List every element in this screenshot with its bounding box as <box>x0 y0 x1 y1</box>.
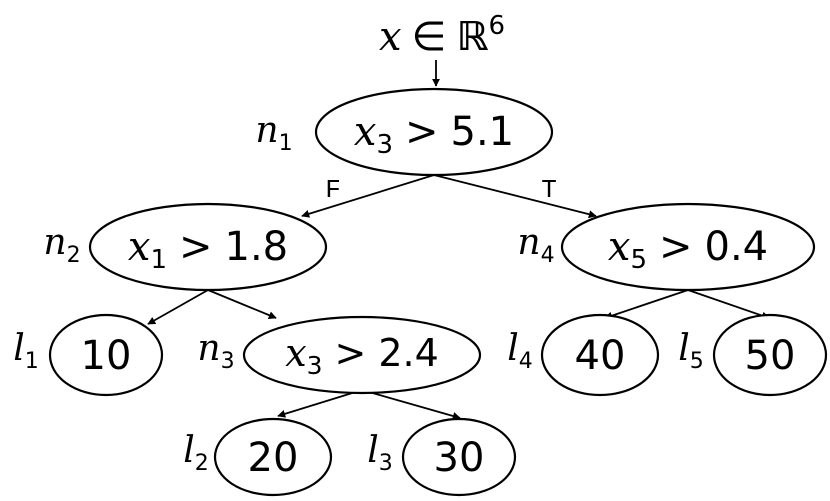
edge-n3-l3 <box>361 389 461 420</box>
node-n2-condition: x1>1.8 <box>128 224 288 275</box>
node-n3: n3 x3>2.4 <box>197 315 482 395</box>
leaf-l2: l2 20 <box>183 417 333 497</box>
leaf-l1-value: 10 <box>81 333 132 379</box>
node-n4: n4 x5>0.4 <box>517 202 816 292</box>
false-edge-label: F <box>325 175 341 205</box>
node-n3-condition: x3>2.4 <box>285 331 439 380</box>
edge-n4-l5 <box>687 289 770 320</box>
edge-n3-l2 <box>277 389 363 418</box>
leaf-l5-value: 50 <box>745 333 796 379</box>
leaf-l3-name: l3 <box>367 430 393 476</box>
leaf-l4-name: l4 <box>507 328 533 374</box>
node-n2-name: n2 <box>43 222 80 268</box>
edge-n1-n4 <box>433 174 597 219</box>
leaf-l3-value: 30 <box>434 435 485 481</box>
node-n4-name: n4 <box>517 222 554 268</box>
true-edge-label: T <box>541 175 557 205</box>
leaf-l5: l5 50 <box>678 313 828 397</box>
edge-n1-n2 <box>301 174 435 218</box>
node-n1: n1 x3>5.1 <box>255 87 554 177</box>
edge-n4-l4 <box>604 289 689 320</box>
leaf-l4-value: 40 <box>575 333 626 379</box>
leaf-l2-value: 20 <box>248 435 299 481</box>
leaf-l1-name: l1 <box>13 328 39 374</box>
edge-n2-l1 <box>147 289 209 325</box>
node-n3-name: n3 <box>197 328 234 374</box>
leaf-l2-name: l2 <box>183 430 209 476</box>
leaf-l5-name: l5 <box>678 328 704 374</box>
leaf-l4: l4 40 <box>507 313 660 397</box>
leaf-l3: l3 30 <box>367 417 517 497</box>
node-n1-condition: x3>5.1 <box>354 109 514 160</box>
node-n1-name: n1 <box>255 110 292 156</box>
input-label: x∈ℝ6 <box>379 11 505 60</box>
node-n2: n2 x1>1.8 <box>43 202 328 292</box>
leaf-l1: l1 10 <box>13 313 164 397</box>
node-n4-condition: x5>0.4 <box>608 224 768 275</box>
edge-n2-n3 <box>207 289 277 319</box>
